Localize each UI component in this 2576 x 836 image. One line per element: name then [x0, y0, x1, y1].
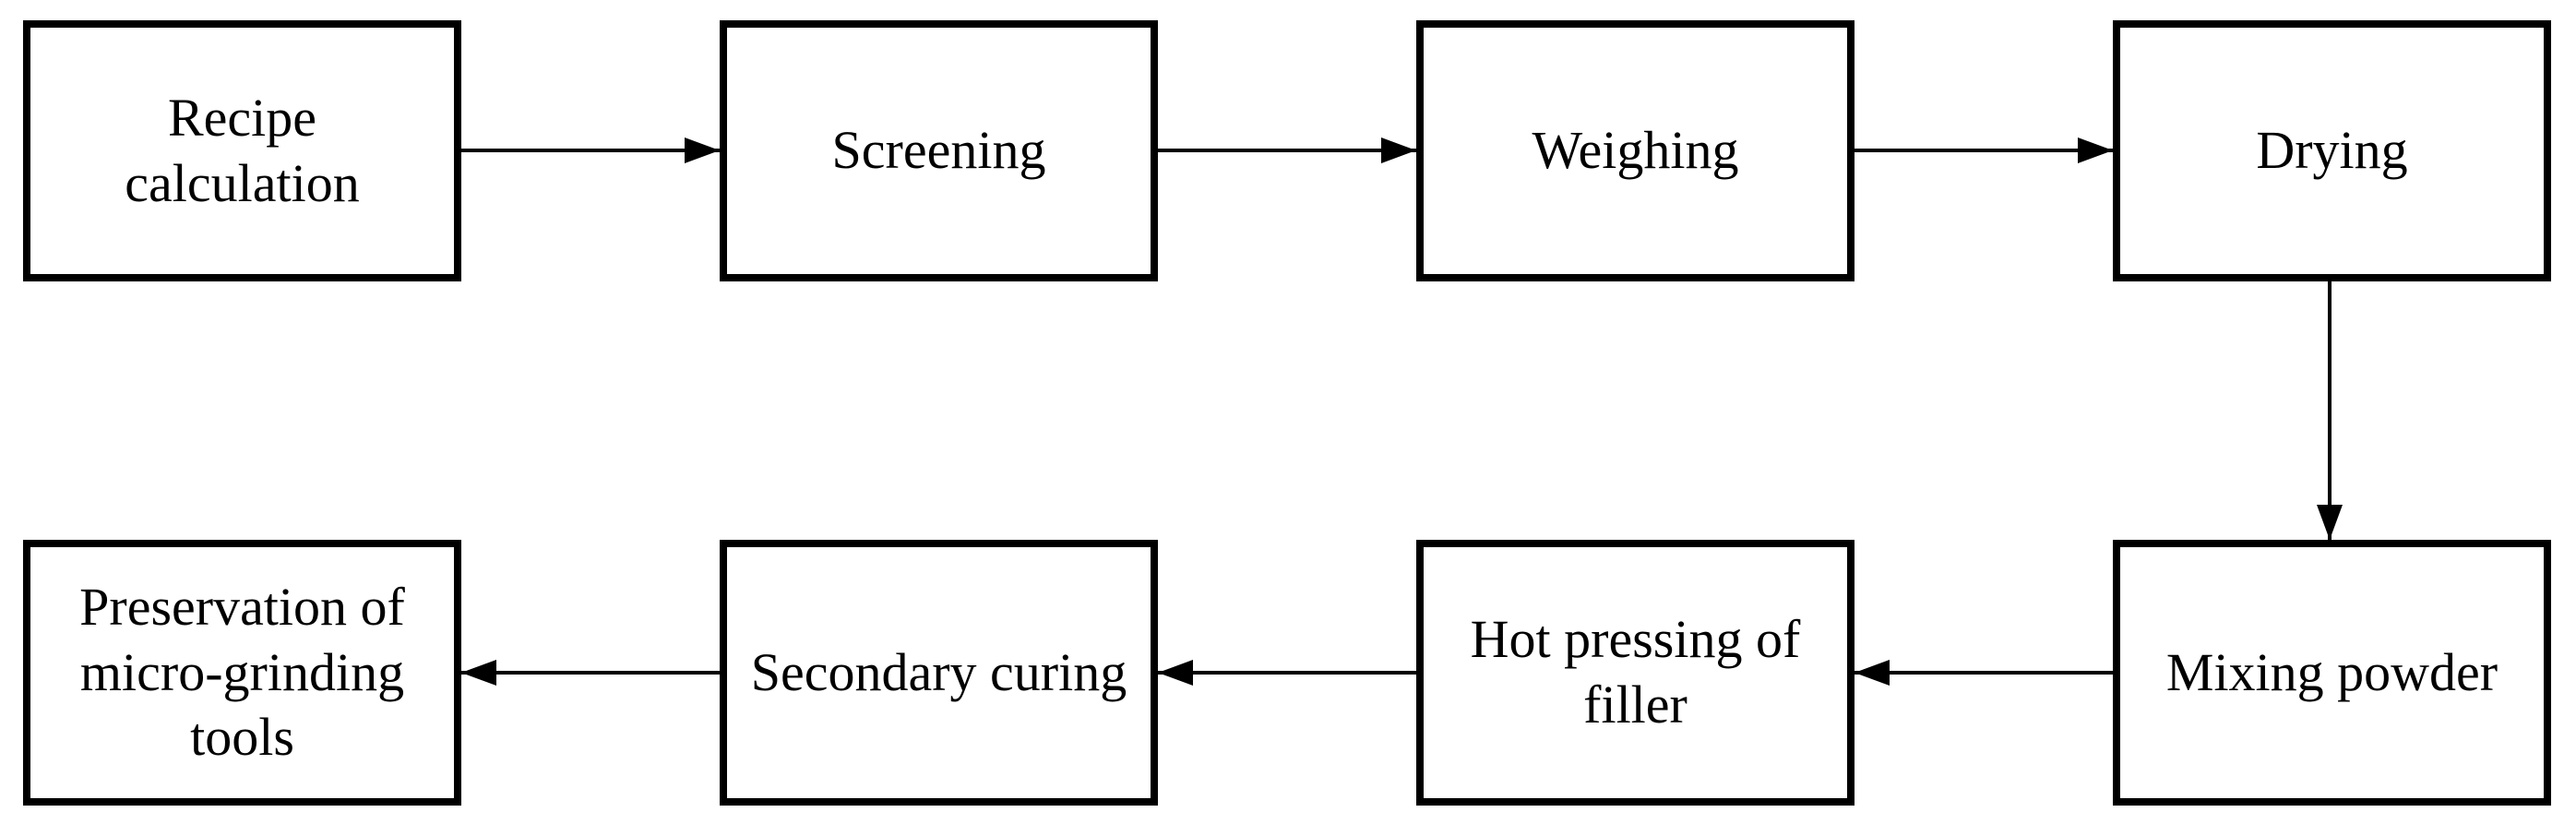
- node-label-drying: Drying: [2256, 120, 2408, 181]
- node-label-preservation-of-micro-grinding-tools: Preservation of micro-grinding tools: [79, 576, 405, 768]
- flow-node-mixing-powder: Mixing powder: [2113, 540, 2551, 806]
- node-label-screening: Screening: [831, 120, 1046, 181]
- node-label-recipe-calculation: Recipe calculation: [125, 87, 360, 213]
- node-label-weighing: Weighing: [1532, 120, 1739, 181]
- node-label-secondary-curing: Secondary curing: [750, 641, 1127, 702]
- node-label-hot-pressing-of-filler: Hot pressing of filler: [1470, 609, 1801, 734]
- flow-node-drying: Drying: [2113, 20, 2551, 281]
- flow-node-screening: Screening: [720, 20, 1158, 281]
- flow-node-weighing: Weighing: [1416, 20, 1854, 281]
- flow-node-secondary-curing: Secondary curing: [720, 540, 1158, 806]
- flow-node-hot-pressing-of-filler: Hot pressing of filler: [1416, 540, 1854, 806]
- node-label-mixing-powder: Mixing powder: [2165, 641, 2498, 702]
- flow-node-recipe-calculation: Recipe calculation: [23, 20, 461, 281]
- flow-node-preservation-of-micro-grinding-tools: Preservation of micro-grinding tools: [23, 540, 461, 806]
